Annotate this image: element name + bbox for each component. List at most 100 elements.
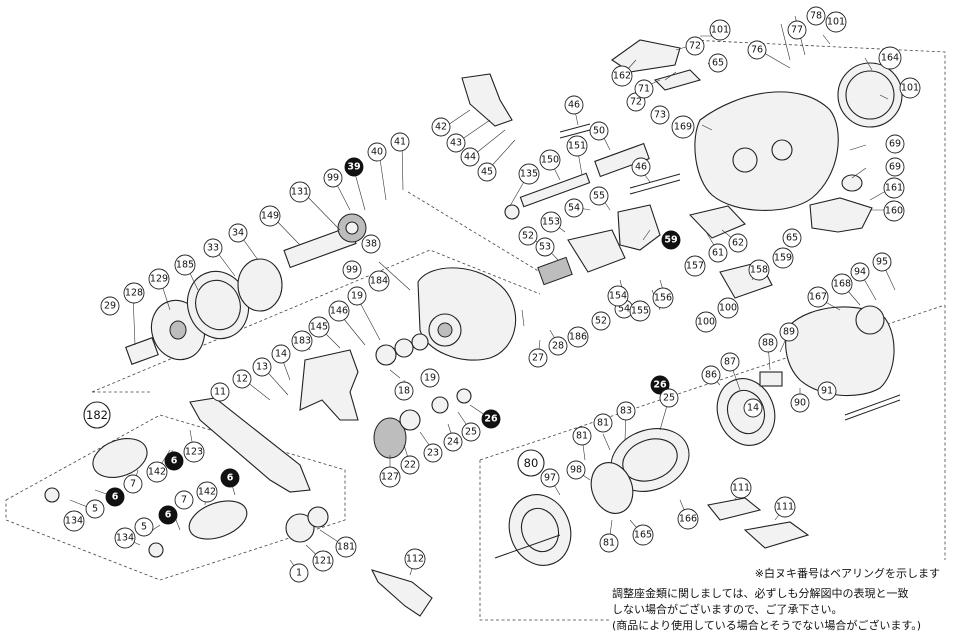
callout-61: 61 [708, 243, 728, 263]
callout-50: 50 [589, 121, 609, 141]
callout-76: 76 [747, 40, 767, 60]
callout-53: 53 [535, 237, 555, 257]
svg-text:157: 157 [686, 261, 704, 272]
svg-text:112: 112 [406, 554, 424, 565]
svg-text:7: 7 [181, 495, 187, 506]
callout-185: 185 [174, 254, 196, 276]
callout-91: 91 [817, 381, 837, 401]
svg-text:54: 54 [618, 304, 630, 315]
svg-text:160: 160 [885, 206, 903, 217]
svg-text:153: 153 [542, 217, 560, 228]
callout-69: 69 [885, 134, 905, 154]
callout-87: 87 [720, 352, 740, 372]
svg-text:165: 165 [634, 530, 652, 541]
svg-text:134: 134 [116, 533, 134, 544]
callout-142: 142 [146, 461, 168, 483]
svg-text:6: 6 [165, 510, 172, 521]
callout-28: 28 [548, 336, 568, 356]
svg-text:169: 169 [674, 122, 692, 133]
svg-text:83: 83 [620, 406, 632, 417]
callout-11: 11 [210, 382, 230, 402]
svg-text:46: 46 [568, 100, 580, 111]
svg-text:166: 166 [679, 514, 697, 525]
callout-165: 165 [632, 524, 654, 546]
svg-text:52: 52 [595, 316, 607, 327]
svg-text:161: 161 [885, 183, 903, 194]
svg-text:65: 65 [712, 58, 724, 69]
svg-text:185: 185 [176, 260, 194, 271]
callout-29: 29 [100, 296, 120, 316]
callout-127: 127 [379, 466, 401, 488]
callout-186: 186 [567, 326, 589, 348]
callout-25: 25 [659, 388, 679, 408]
callout-83: 83 [616, 401, 636, 421]
svg-text:25: 25 [465, 427, 477, 438]
svg-text:100: 100 [697, 317, 715, 328]
callout-145: 145 [308, 316, 330, 338]
callout-111: 111 [730, 477, 752, 499]
svg-text:45: 45 [481, 167, 493, 178]
callout-72: 72 [685, 36, 705, 56]
callout-5: 5 [134, 517, 154, 537]
svg-text:86: 86 [705, 370, 717, 381]
callout-150: 150 [539, 149, 561, 171]
svg-text:6: 6 [171, 456, 178, 467]
callout-33: 33 [203, 238, 223, 258]
svg-text:183: 183 [293, 336, 311, 347]
svg-text:23: 23 [427, 448, 439, 459]
callout-6-bearing: 6 [158, 505, 178, 525]
callout-90: 90 [790, 393, 810, 413]
bearing-legend-note: ※白ヌキ番号はベアリングを示します [754, 567, 940, 580]
svg-text:151: 151 [568, 141, 586, 152]
svg-text:26: 26 [484, 414, 498, 425]
callout-100: 100 [717, 297, 739, 319]
callout-142: 142 [196, 481, 218, 503]
callout-156: 156 [652, 287, 674, 309]
svg-text:1: 1 [296, 568, 302, 579]
svg-text:59: 59 [664, 235, 677, 246]
callout-154: 154 [607, 285, 629, 307]
callout-164: 164 [878, 46, 902, 70]
svg-text:158: 158 [750, 265, 768, 276]
callout-77: 77 [787, 20, 807, 40]
svg-text:111: 111 [732, 483, 750, 494]
callout-88: 88 [758, 333, 778, 353]
callout-182-assembly: 182 [83, 401, 111, 429]
callout-6-bearing: 6 [220, 468, 240, 488]
callout-95: 95 [872, 252, 892, 272]
svg-text:72: 72 [689, 41, 701, 52]
callout-40: 40 [367, 142, 387, 162]
svg-text:167: 167 [809, 292, 827, 303]
callout-151: 151 [566, 135, 588, 157]
svg-text:53: 53 [539, 242, 551, 253]
callout-34: 34 [228, 223, 248, 243]
svg-text:154: 154 [609, 291, 627, 302]
callout-54: 54 [564, 198, 584, 218]
svg-text:101: 101 [827, 17, 845, 28]
svg-text:5: 5 [92, 504, 98, 515]
callout-52: 52 [591, 311, 611, 331]
svg-text:156: 156 [654, 293, 672, 304]
callout-45: 45 [477, 162, 497, 182]
svg-text:78: 78 [810, 11, 822, 22]
shim-note-line-2: しない場合がございますので、ご了承下さい。 [612, 603, 843, 616]
svg-text:73: 73 [654, 110, 666, 121]
callout-157: 157 [684, 255, 706, 277]
callout-44: 44 [460, 147, 480, 167]
svg-text:77: 77 [791, 25, 803, 36]
svg-text:91: 91 [821, 386, 833, 397]
shim-note-line-3: (商品により使用している場合とそうでない場合がございます。) [612, 619, 922, 632]
callout-169: 169 [671, 115, 695, 139]
callout-25: 25 [461, 422, 481, 442]
callout-46: 46 [564, 95, 584, 115]
svg-text:89: 89 [783, 327, 795, 338]
callout-12: 12 [232, 369, 252, 389]
svg-text:98: 98 [570, 465, 582, 476]
callout-7: 7 [174, 490, 194, 510]
callout-112: 112 [404, 548, 426, 570]
callout-24: 24 [443, 432, 463, 452]
svg-text:146: 146 [330, 306, 348, 317]
callout-99: 99 [342, 260, 362, 280]
parts-artwork [44, 39, 903, 617]
svg-text:168: 168 [833, 279, 851, 290]
